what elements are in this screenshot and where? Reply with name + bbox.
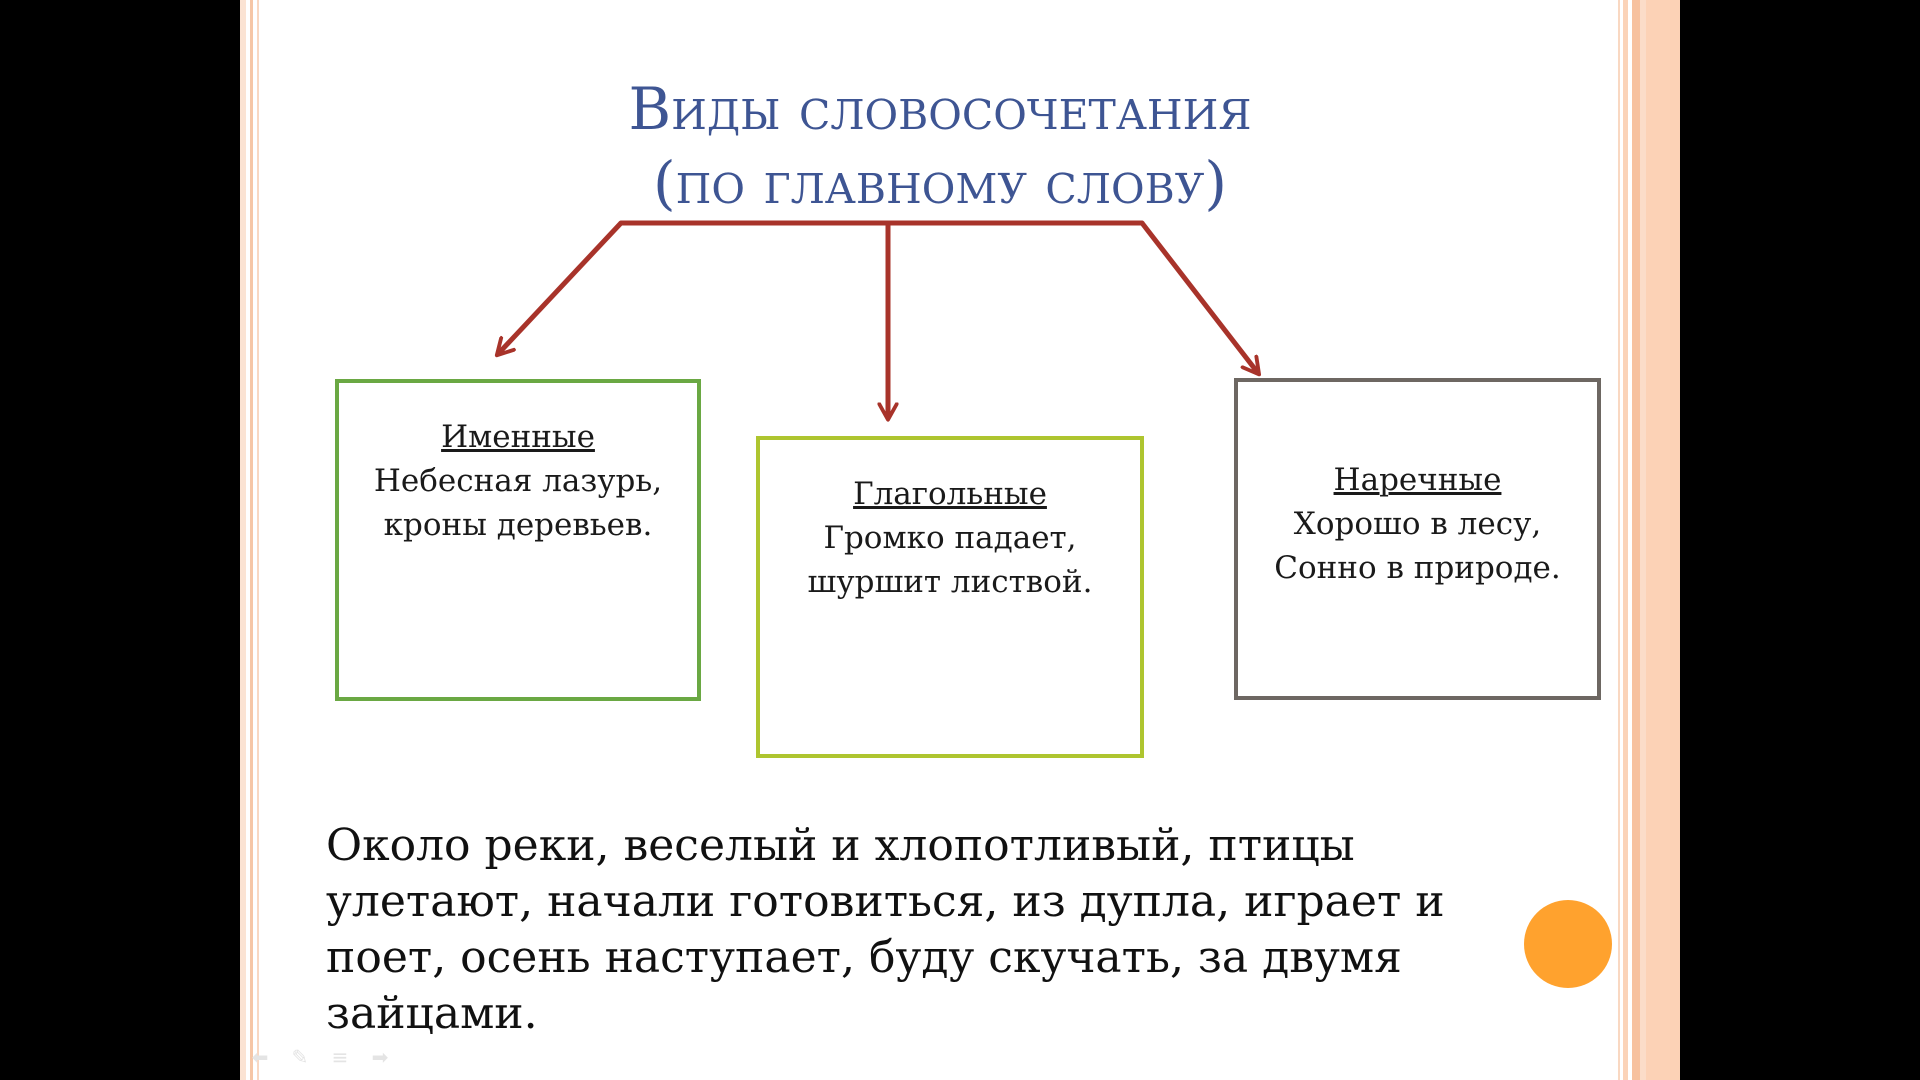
arrows-diagram [240,220,1680,1080]
left-border-stripe [257,0,259,1080]
pen-icon[interactable]: ✎ [291,1045,309,1069]
box-nominal-line: кроны деревьев. [383,507,653,543]
exercise-line: Около реки, веселый и хлопотливый, птицы [326,820,1355,871]
title-line-1: Виды словосочетания [628,75,1252,143]
exercise-line: улетают, начали готовиться, из дупла, иг… [326,876,1445,927]
previous-slide-icon[interactable]: ⬅ [251,1045,269,1069]
left-border-stripe [250,0,253,1080]
accent-circle [1524,900,1612,988]
right-border-stripe [1640,0,1646,1080]
exercise-line: зайцами. [326,988,538,1039]
arrow-to-nominal [498,221,623,354]
exercise-text: Около реки, веселый и хлопотливый, птицы… [326,818,1486,1042]
box-verbal-line: Громко падает, [823,520,1077,556]
box-verbal: Глагольные Громко падает, шуршит листвой… [756,436,1144,758]
box-adverbial-heading: Наречные [1333,462,1502,498]
box-nominal: Именные Небесная лазурь, кроны деревьев. [335,379,701,701]
menu-icon[interactable]: ≡ [331,1045,349,1069]
box-adverbial: Наречные Хорошо в лесу, Сонно в природе. [1234,378,1601,700]
exercise-line: поет, осень наступает, буду скучать, за … [326,932,1402,983]
box-adverbial-line: Хорошо в лесу, [1293,506,1542,542]
next-slide-icon[interactable]: ➡ [371,1045,389,1069]
right-border-stripe [1646,0,1680,1080]
box-nominal-line: Небесная лазурь, [373,463,663,499]
slide: Виды словосочетания (по главному слову) … [240,0,1680,1080]
title-line-2: (по главному слову) [653,149,1227,217]
slide-title: Виды словосочетания (по главному слову) [440,72,1440,220]
right-border-stripe [1623,0,1628,1080]
box-verbal-line: шуршит листвой. [807,564,1093,600]
box-verbal-heading: Глагольные [853,476,1047,512]
left-border-stripe [240,0,246,1080]
arrow-to-adverbial [1140,221,1258,373]
box-adverbial-line: Сонно в природе. [1274,550,1561,586]
slideshow-controls: ⬅ ✎ ≡ ➡ [248,1044,392,1070]
left-border-stripe [246,0,250,1080]
right-border-stripe [1632,0,1640,1080]
right-border-stripe [1618,0,1620,1080]
left-border-stripe [253,0,257,1080]
box-nominal-heading: Именные [441,419,595,455]
